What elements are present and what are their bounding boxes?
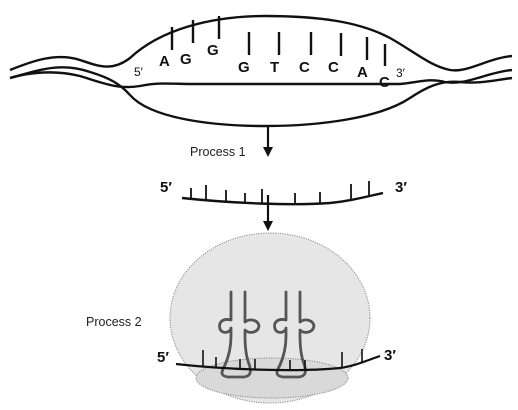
mrna-five-prime-label: 5′ [160, 179, 172, 196]
trna-left [218, 290, 261, 379]
mrna-strand [181, 191, 384, 206]
base-label: G [207, 42, 219, 59]
ribosome-mrna-strand [175, 354, 381, 372]
dna-upper-strand [9, 14, 513, 72]
process-1-label: Process 1 [190, 145, 246, 159]
base-label: A [357, 64, 368, 81]
base-label: G [180, 51, 192, 68]
base-label: T [270, 59, 279, 76]
trna-right [273, 290, 316, 379]
base-label: A [159, 53, 170, 70]
upper-base-ticks [170, 16, 221, 50]
dna-five-prime-label: 5′ [134, 65, 144, 79]
ribosome-small-subunit [195, 357, 349, 399]
ribosome-large-subunit [169, 232, 371, 404]
ribosome-mrna-ticks [202, 349, 363, 371]
ribosome-five-prime-label: 5′ [157, 349, 169, 366]
dna-template-strand [9, 66, 513, 128]
base-label: C [299, 59, 310, 76]
ribosome-three-prime-label: 3′ [384, 347, 396, 364]
dna-three-prime-label: 3′ [396, 66, 406, 80]
base-label: C [328, 59, 339, 76]
process-2-label: Process 2 [86, 315, 142, 329]
base-label: G [238, 59, 250, 76]
lower-base-ticks [247, 32, 387, 66]
mrna-base-ticks [190, 181, 370, 205]
base-label: C [379, 74, 390, 91]
dna-template-bubble [9, 14, 513, 128]
mrna-three-prime-label: 3′ [395, 179, 407, 196]
